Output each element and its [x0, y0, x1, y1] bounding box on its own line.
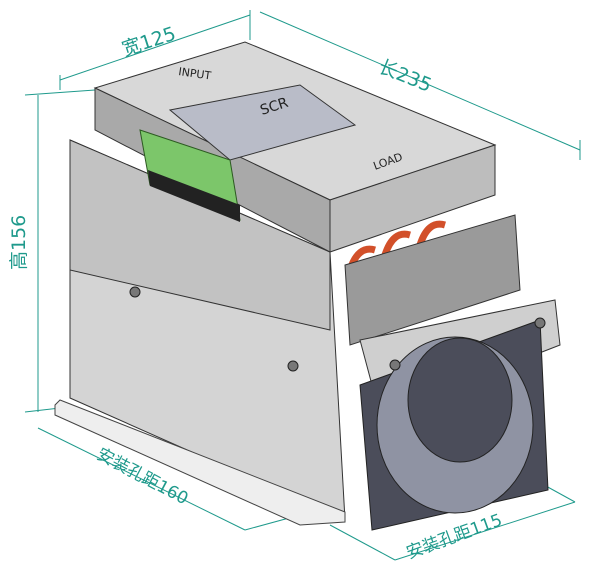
load-terminals	[344, 214, 521, 346]
screw-icon	[389, 359, 401, 371]
dimension-lines	[24, 10, 581, 561]
nameplate	[168, 84, 357, 161]
mounting-flange	[54, 399, 346, 526]
heatsink-upper	[69, 139, 331, 331]
fan-hub	[407, 337, 513, 463]
terminal-screws	[148, 170, 240, 222]
screw-icon	[129, 286, 141, 298]
input-label: INPUT	[178, 65, 213, 82]
height-dimension: 高156	[8, 214, 30, 270]
screw-icon	[287, 360, 299, 372]
screw-icon	[534, 317, 546, 329]
